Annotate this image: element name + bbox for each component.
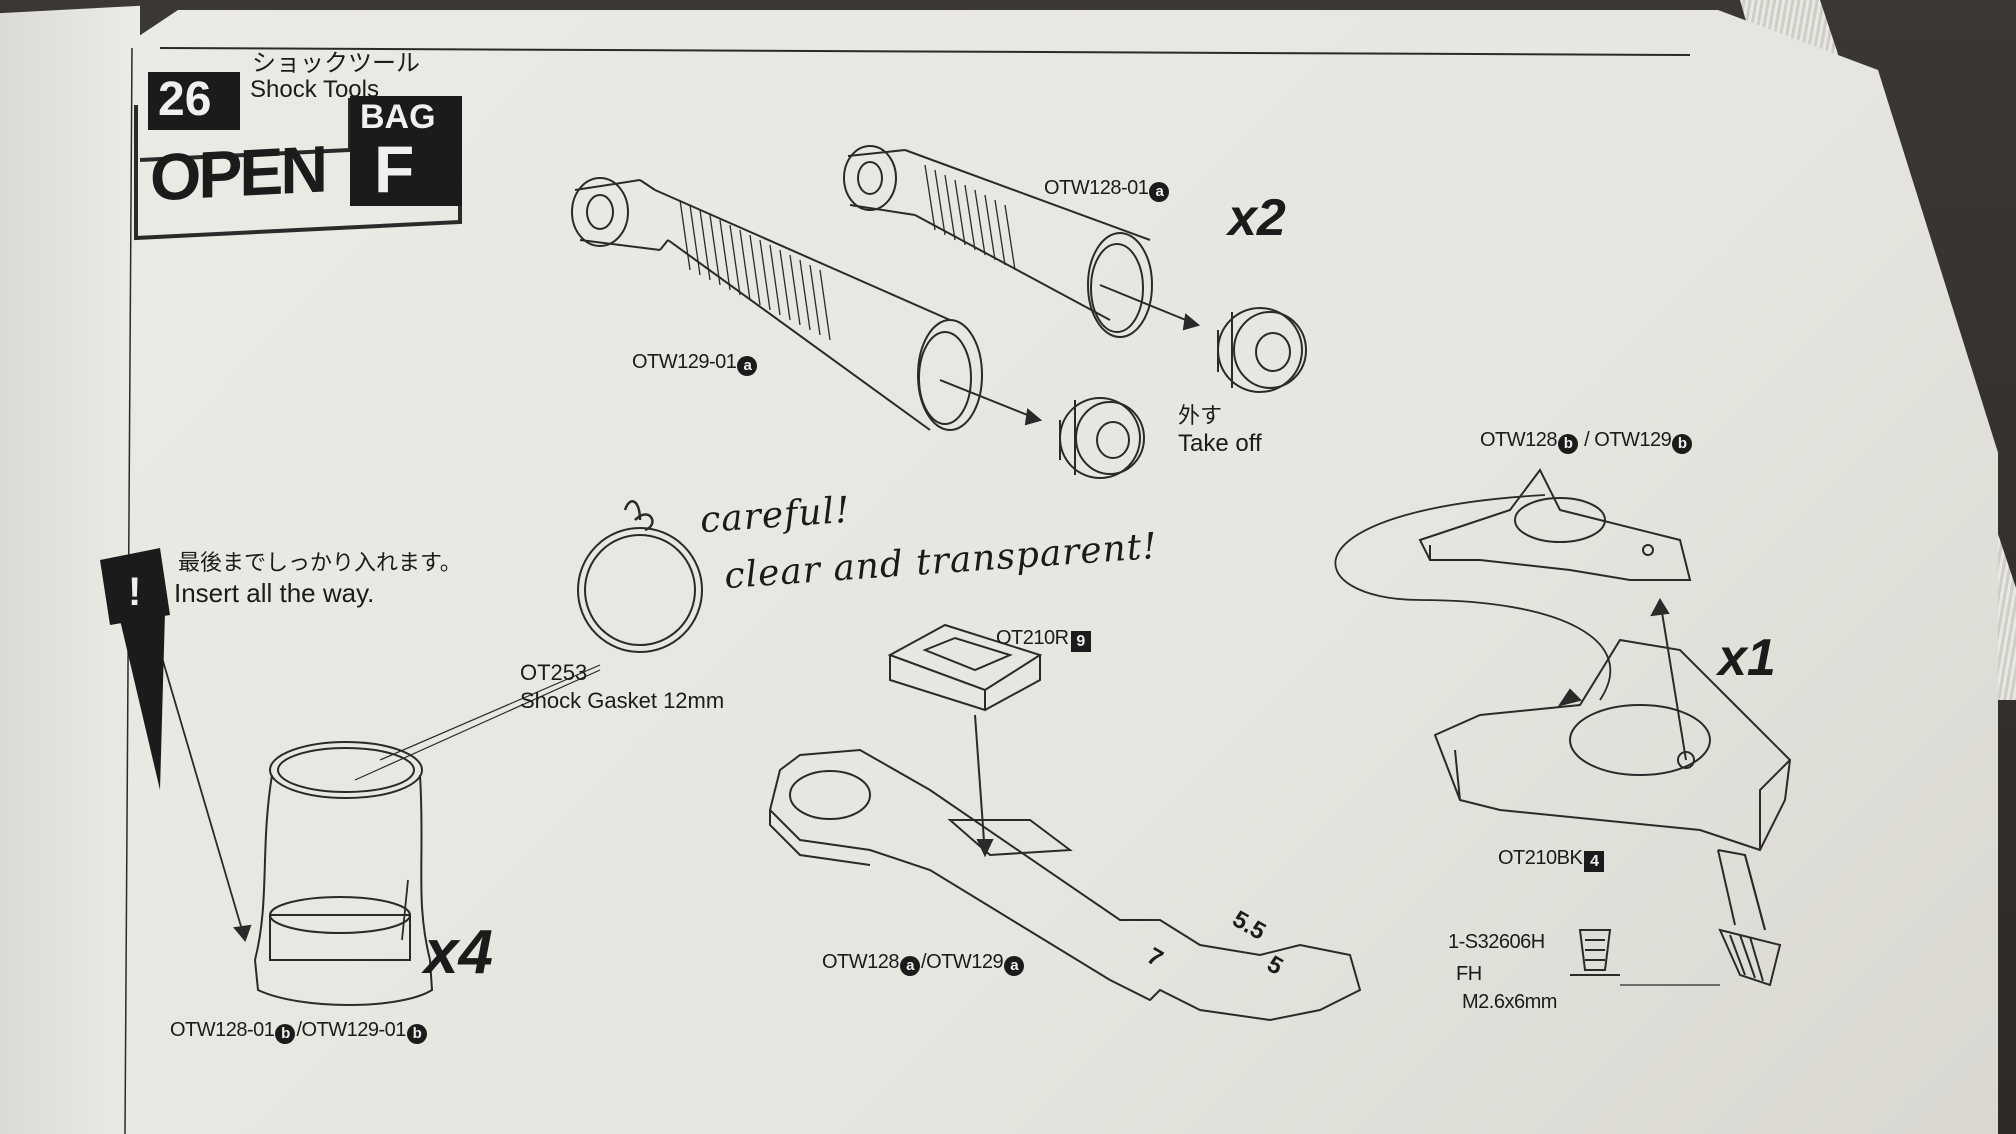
handwritten-arrow-mark bbox=[623, 500, 654, 532]
quantity-x1: x1 bbox=[1718, 629, 1776, 687]
quantity-x2: x2 bbox=[1228, 189, 1286, 247]
shock-cap-1 bbox=[1059, 397, 1145, 479]
arrow-take-off-1 bbox=[939, 379, 1041, 421]
flat-wrench bbox=[768, 748, 1362, 1022]
shock-body-short bbox=[843, 145, 1153, 338]
gasket-ring-ot253 bbox=[577, 527, 703, 653]
shock-body-long bbox=[571, 177, 983, 431]
tool-base-ot210bk bbox=[1433, 638, 1792, 852]
arrow-insert-down bbox=[974, 714, 986, 856]
shock-gasket-cup bbox=[254, 741, 434, 1006]
label-ot253: OT253 bbox=[520, 660, 588, 685]
step-title-en: Shock Tools bbox=[250, 76, 379, 103]
note-en: Insert all the way. bbox=[174, 578, 375, 608]
open-label: OPEN bbox=[150, 131, 326, 215]
screw-fh-small bbox=[1570, 929, 1620, 976]
bag-box bbox=[350, 96, 462, 206]
arrow-take-off-2 bbox=[1099, 284, 1199, 326]
step-number-box bbox=[148, 72, 240, 130]
screw-fh-large bbox=[1717, 849, 1782, 987]
bag-label: BAG bbox=[360, 98, 436, 136]
warning-icon: ! bbox=[128, 570, 142, 614]
label-screw-type: FH bbox=[1456, 963, 1482, 985]
takeoff-jp: 外す bbox=[1178, 403, 1223, 428]
insert-ot210r bbox=[887, 623, 1043, 712]
quantity-x4: x4 bbox=[424, 918, 493, 987]
curve-arrow-wrench bbox=[1334, 494, 1612, 701]
gasket-leader bbox=[354, 669, 601, 781]
label-screw-size: M2.6x6mm bbox=[1462, 991, 1557, 1013]
step-number: 26 bbox=[158, 73, 212, 126]
arrow-insert-left bbox=[147, 609, 246, 941]
top-border-line bbox=[159, 47, 1691, 56]
label-gasket: Shock Gasket 12mm bbox=[520, 688, 725, 713]
arrow-up-assembly bbox=[1659, 599, 1687, 761]
bag-letter: F bbox=[374, 132, 415, 206]
spanner-wrench-3arm bbox=[1418, 468, 1692, 581]
label-screw-code: 1-S32606H bbox=[1448, 931, 1545, 953]
takeoff-en: Take off bbox=[1178, 430, 1262, 457]
note-jp: 最後までしっかり入れます。 bbox=[178, 550, 462, 575]
arrow-insert-right bbox=[401, 879, 409, 941]
handwritten-note-line1: careful! bbox=[698, 489, 852, 542]
shock-cap-2 bbox=[1217, 307, 1307, 393]
warning-box bbox=[100, 548, 170, 625]
step-title-jp: ショックツール bbox=[252, 50, 420, 77]
